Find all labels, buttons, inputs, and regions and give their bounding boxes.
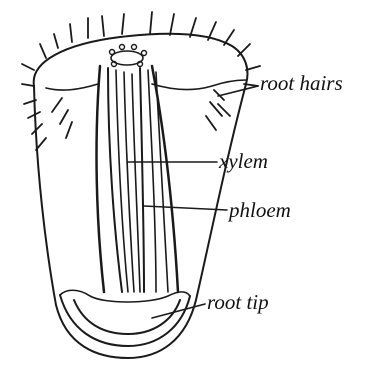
vascular-dot-3 [132,45,137,50]
label-root-hairs: root hairs [260,73,343,94]
vascular-strand-6 [156,72,168,292]
root-cap-inner [74,300,180,334]
leader-root-hairs [218,86,258,96]
root-cap-band-top [60,290,190,302]
vascular-strand-5 [148,70,156,292]
vascular-strand-7 [132,74,140,292]
surface-tissue-marks [46,80,246,90]
root-hairs-right [206,66,260,130]
root-outer-outline [34,84,246,358]
leader-phloem [144,206,227,210]
vascular-dot-2 [120,45,125,50]
label-phloem: phloem [229,200,291,221]
vascular-dot-1 [110,50,115,55]
vascular-dot-4 [142,51,147,56]
leader-root-tip [152,304,205,318]
label-root-tip: root tip [207,292,269,313]
cortex-boundary-left [97,66,104,292]
root-hairs-left [22,64,72,150]
label-xylem: xylem [219,151,268,172]
vascular-strand-4 [140,68,144,292]
